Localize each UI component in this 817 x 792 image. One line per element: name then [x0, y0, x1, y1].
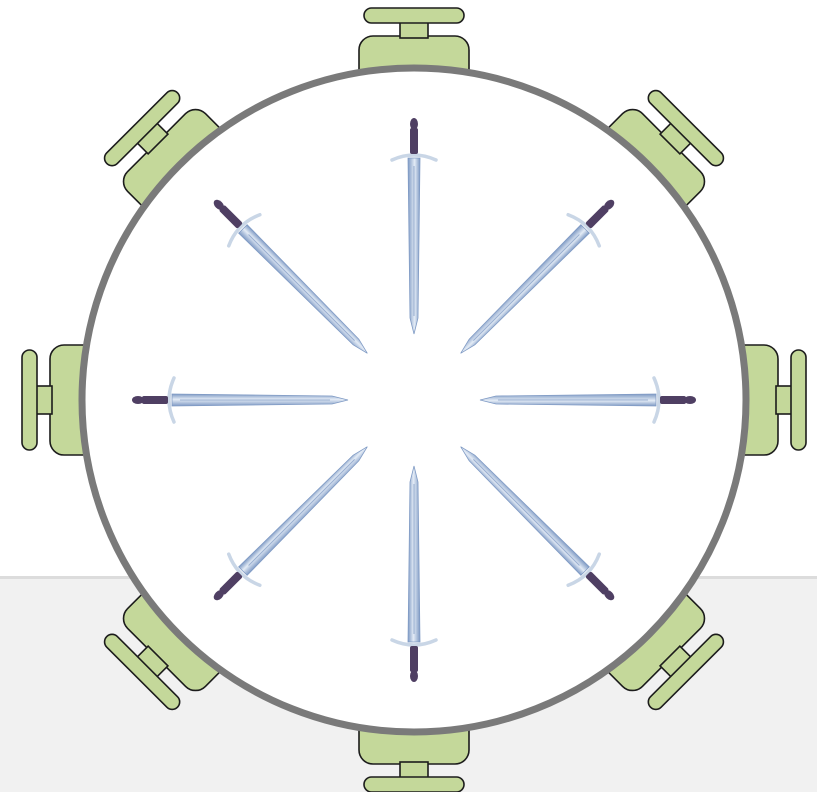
- chair-northwest: [103, 89, 231, 217]
- sword-north: [390, 118, 438, 335]
- sword-east: [479, 376, 696, 424]
- swords: [132, 118, 696, 682]
- sword-northeast: [460, 199, 615, 354]
- sword-west: [132, 376, 349, 424]
- sword-southwest: [213, 446, 368, 601]
- chairs: [21, 7, 807, 792]
- sword-southeast: [460, 446, 615, 601]
- chair-southwest: [103, 583, 231, 711]
- chair-northeast: [597, 89, 725, 217]
- sword-northwest: [213, 199, 368, 354]
- sword-south: [390, 465, 438, 682]
